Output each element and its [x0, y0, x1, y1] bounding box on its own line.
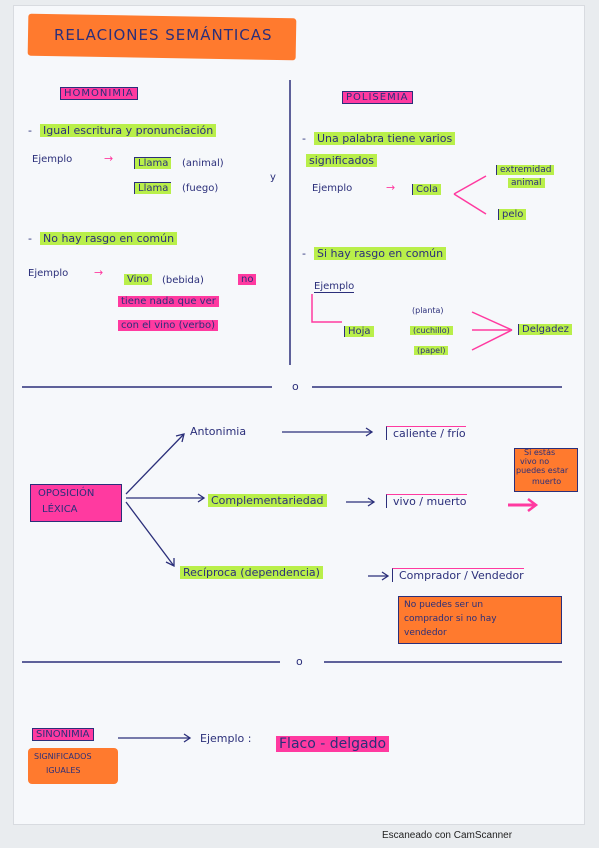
- complementariedad-label: Complementariedad: [208, 494, 327, 507]
- homonimia-no-line1: no: [238, 274, 257, 285]
- homonimia-ex-gloss2: (fuego): [182, 183, 219, 194]
- complementariedad-example: vivo / muerto: [386, 494, 467, 508]
- note1-line4: muerto: [532, 477, 562, 486]
- arrow-right-icon: →: [94, 266, 104, 279]
- oposicion-branch-arrows: [125, 433, 206, 568]
- note2-line3: vendedor: [404, 628, 447, 638]
- polisemia-ejemplo-label: Ejemplo: [312, 183, 353, 194]
- branch-arrows: [453, 175, 487, 215]
- note1-line2: vivo no: [520, 457, 550, 466]
- polisemia-ejemplo2-label: Ejemplo: [314, 281, 355, 293]
- homonimia-bullet2: -: [28, 232, 32, 245]
- oposicion-label-line1: OPOSICIÓN: [38, 488, 95, 499]
- column-divider: [289, 80, 291, 365]
- scanner-footer: Escaneado con CamScanner: [382, 830, 513, 841]
- sinonimia-ejemplo-label: Ejemplo :: [200, 732, 252, 745]
- page-title: RELACIONES SEMÁNTICAS: [54, 26, 273, 44]
- note2-line1: No puedes ser un: [404, 600, 484, 610]
- polisemia-extremidad1: extremidad: [496, 165, 555, 175]
- complementariedad-note: [514, 448, 578, 492]
- homonimia-vino-gloss: (bebida): [162, 275, 204, 286]
- note1-line3: puedes estar: [516, 466, 569, 475]
- polisemia-cola: Cola: [412, 184, 442, 195]
- polisemia-bullet1: -: [302, 132, 306, 145]
- note2-line2: comprador si no hay: [404, 614, 497, 624]
- homonimia-ejemplo-label: Ejemplo: [32, 154, 73, 165]
- polisemia-rasgo: Si hay rasgo en común: [314, 247, 447, 260]
- polisemia-delgadez: Delgadez: [518, 324, 572, 335]
- oposicion-box: [30, 484, 122, 522]
- homonimia-no-line2: tiene nada que ver: [118, 296, 219, 307]
- homonimia-definition: Igual escritura y pronunciación: [40, 124, 217, 137]
- antonimia-example: caliente / frío: [386, 426, 466, 440]
- homonimia-ex-gloss1: (animal): [182, 158, 224, 169]
- homonimia-ex-word2: Llama: [134, 182, 172, 194]
- reciproca-label: Recíproca (dependencia): [180, 566, 323, 579]
- homonimia-ex-word1: Llama: [134, 157, 172, 169]
- sinonimia-sub-highlight: [28, 748, 118, 784]
- polisemia-def-line1: Una palabra tiene varios: [314, 132, 456, 145]
- divider-mark-2: o: [296, 655, 303, 668]
- oposicion-label-line2: LÉXICA: [42, 504, 78, 515]
- homonimia-rasgo: No hay rasgo en común: [40, 232, 178, 245]
- polisemia-pelo: pelo: [498, 209, 527, 220]
- section-divider-1: [22, 386, 562, 388]
- note1-line1: Si estás: [524, 448, 556, 457]
- homonimia-vino-word: Vino: [124, 274, 152, 285]
- reciproca-arrow: [368, 571, 390, 581]
- antonimia-arrow: [282, 427, 374, 437]
- homonimia-heading: HOMONIMIA: [60, 87, 138, 100]
- homonimia-no-line3: con el vino (verbo): [118, 320, 219, 331]
- polisemia-def-line2: significados: [306, 154, 377, 167]
- note-arrow: [508, 498, 539, 512]
- homonimia-ejemplo2-label: Ejemplo: [28, 268, 69, 279]
- polisemia-papel: (papel): [414, 346, 449, 355]
- elbow-arrow: [311, 294, 342, 323]
- polisemia-planta: (planta): [412, 306, 444, 315]
- section-divider-2: [22, 661, 562, 663]
- divider-mark-1: o: [292, 380, 299, 393]
- polisemia-extremidad2: animal: [508, 178, 545, 188]
- polisemia-cuchillo: (cuchillo): [410, 326, 453, 335]
- polisemia-heading: POLISEMIA: [342, 91, 413, 104]
- notebook-page: [14, 6, 584, 824]
- sinonimia-sub-line2: IGUALES: [46, 766, 81, 775]
- reciproca-example: Comprador / Vendedor: [392, 568, 524, 582]
- homonimia-ex-y: y: [270, 172, 276, 183]
- homonimia-bullet1: -: [28, 124, 32, 137]
- polisemia-bullet2: -: [302, 247, 306, 260]
- merge-arrows: [471, 311, 513, 351]
- polisemia-hoja: Hoja: [344, 326, 374, 337]
- reciproca-note: [398, 596, 562, 644]
- sinonimia-sub-line1: SIGNIFICADOS: [34, 752, 92, 761]
- sinonimia-arrow: [118, 733, 192, 743]
- arrow-right-icon: →: [104, 152, 114, 165]
- sinonimia-heading: SINONIMIA: [32, 728, 94, 741]
- sinonimia-example: Flaco - delgado: [276, 736, 390, 752]
- arrow-right-icon: →: [386, 181, 396, 194]
- antonimia-label: Antonimia: [190, 425, 247, 438]
- complementariedad-arrow: [346, 497, 376, 507]
